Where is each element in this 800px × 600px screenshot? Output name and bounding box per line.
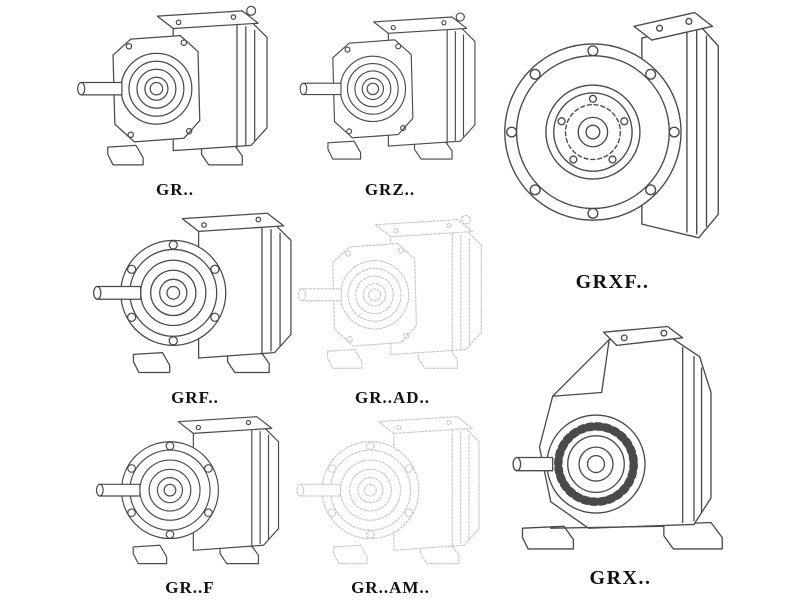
product-label-gr-am: GR..AM..	[351, 578, 430, 597]
gearbox-drawing-gr-am	[288, 410, 493, 577]
gearbox-drawing-grz	[292, 2, 488, 179]
product-cell-gr-f: GR..F	[80, 410, 300, 600]
product-label-grf: GRF..	[171, 388, 219, 407]
product-label-grz: GRZ..	[364, 180, 416, 199]
product-cell-grx: GRX..	[498, 300, 743, 592]
gearbox-drawing-grf	[80, 206, 310, 387]
gearbox-drawing-gr	[55, 2, 295, 179]
gearbox-drawing-grx	[498, 300, 743, 566]
gearbox-drawing-gr-f	[80, 410, 300, 577]
product-label-gr-ad: GR..AD..	[354, 388, 431, 407]
product-cell-gr-ad: GR..AD..	[290, 206, 495, 410]
product-label-gr: GR..	[156, 180, 194, 199]
product-cell-grxf: GRXF..	[495, 0, 730, 296]
gearbox-drawing-gr-ad	[290, 206, 495, 387]
product-cell-gr: GR..	[55, 2, 295, 202]
product-cell-grf: GRF..	[80, 206, 310, 410]
product-label-gr-f: GR..F	[165, 578, 215, 597]
gearbox-drawing-grxf	[495, 0, 730, 270]
product-label-grxf: GRXF..	[575, 271, 650, 293]
product-cell-grz: GRZ..	[292, 2, 488, 202]
product-cell-gr-am: GR..AM..	[288, 410, 493, 600]
product-label-grx: GRX..	[589, 567, 652, 589]
